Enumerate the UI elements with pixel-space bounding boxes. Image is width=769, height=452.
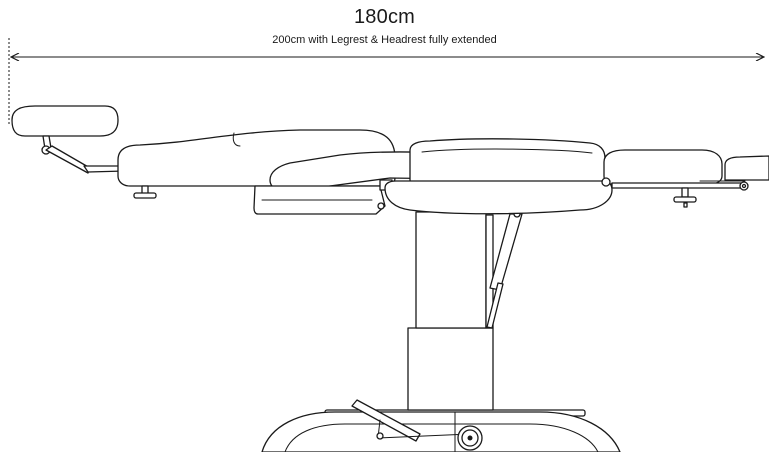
- legrest-extension: [699, 155, 769, 191]
- foot-pedal: [351, 399, 483, 451]
- dimension-main-label: 180cm: [353, 6, 416, 28]
- headrest: [11, 105, 126, 174]
- lift-column: [407, 211, 494, 411]
- gas-strut: [486, 210, 523, 329]
- seat-base-frame: [253, 179, 393, 215]
- dimension-sub-label: 200cm with Legrest & Headrest fully exte…: [272, 34, 497, 46]
- chair-base: [261, 409, 621, 452]
- legrest: [601, 149, 746, 208]
- seat-cushion: [384, 138, 613, 215]
- dimension-line: [8, 38, 764, 125]
